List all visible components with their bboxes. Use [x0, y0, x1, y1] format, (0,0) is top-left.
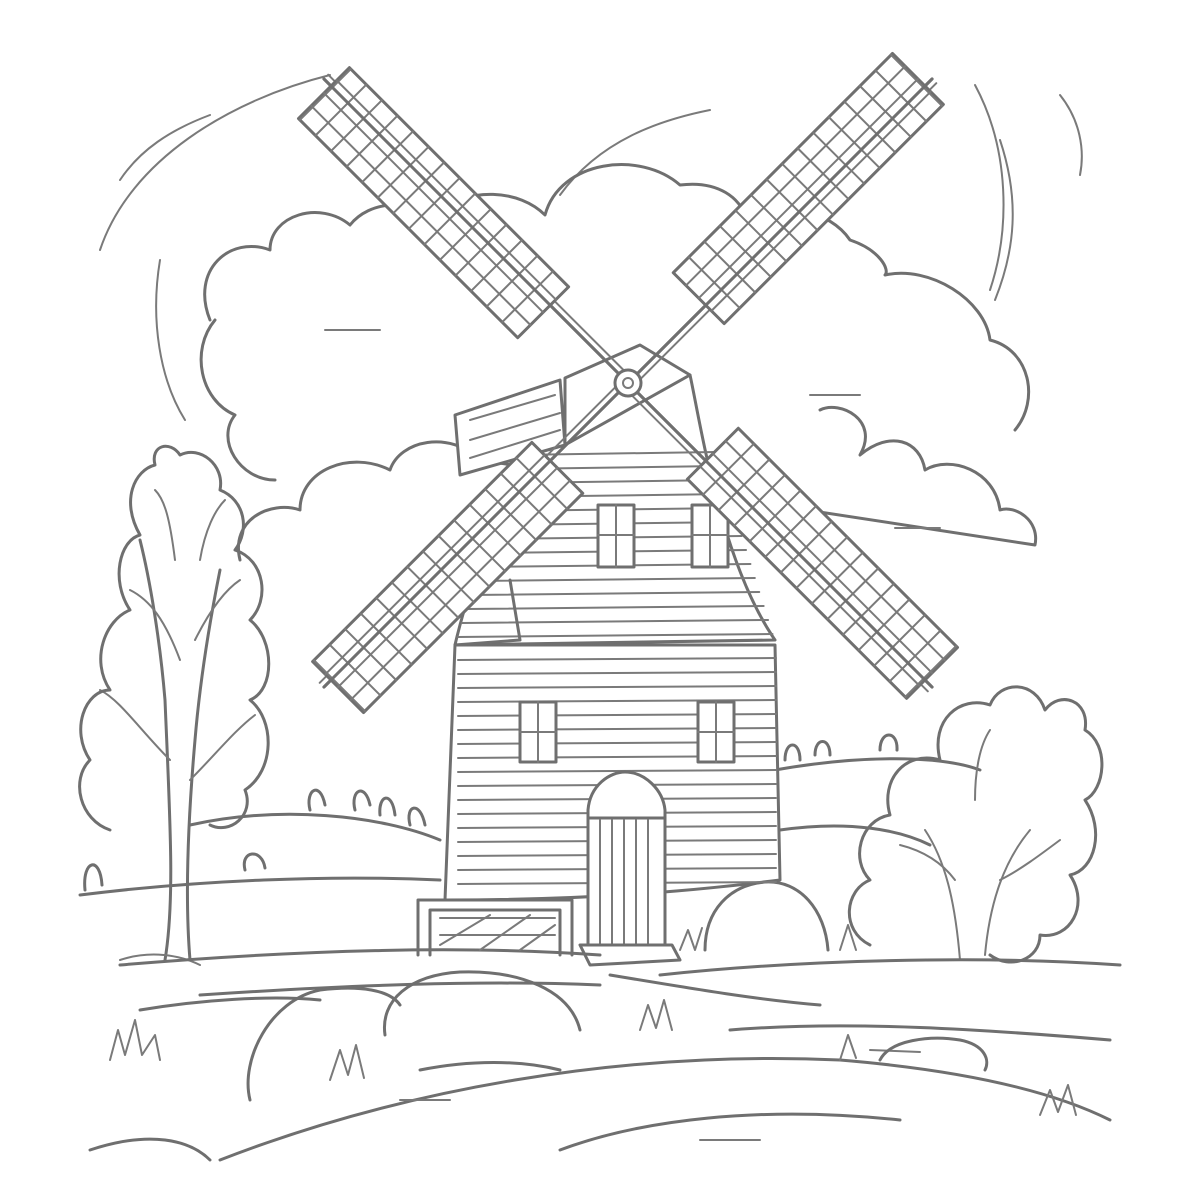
sail-blade — [622, 381, 960, 700]
sail-slat — [335, 79, 557, 301]
sail-slat — [310, 104, 532, 327]
sail-slat — [697, 77, 919, 300]
window-upper-left — [596, 503, 636, 569]
rocks — [246, 880, 989, 1102]
windmill-tower — [443, 343, 782, 902]
clouds — [199, 163, 1038, 562]
window-lower-left — [518, 700, 558, 764]
sail-slat — [724, 439, 946, 662]
sail-blade — [311, 377, 630, 715]
sail-slat — [322, 92, 545, 314]
plank-line — [474, 577, 756, 582]
plank-line — [460, 619, 770, 624]
sail-spar — [322, 381, 630, 689]
windmill-door — [578, 770, 682, 967]
right-bush — [847, 685, 1104, 964]
sail-slat — [711, 452, 934, 674]
ground — [88, 948, 1122, 1162]
window-lower-right — [696, 700, 736, 764]
plank-line — [457, 769, 777, 773]
sail-slat — [324, 454, 546, 676]
plank-line — [457, 699, 777, 703]
sail-slat — [349, 479, 572, 701]
sail-spar — [626, 77, 934, 385]
sail-blade — [296, 66, 634, 385]
sail-slat — [699, 465, 921, 687]
grass — [109, 924, 1077, 1116]
windmill-windows — [518, 503, 736, 764]
sail-slat — [710, 90, 932, 312]
left-tree — [78, 444, 271, 966]
sail-hub — [613, 368, 643, 398]
sail-blades — [296, 51, 960, 715]
sail-blade — [626, 51, 945, 389]
plank-line — [456, 633, 774, 638]
plank-line — [457, 657, 777, 661]
sail-slat — [684, 65, 907, 287]
sail-slat — [337, 466, 559, 689]
plank-line — [457, 685, 777, 689]
plank-line — [469, 591, 761, 596]
sail-spar — [322, 77, 630, 385]
plank-line — [457, 671, 777, 675]
fence-gate — [416, 898, 574, 957]
windmill-sails — [296, 51, 960, 715]
sail-spar — [626, 381, 934, 689]
